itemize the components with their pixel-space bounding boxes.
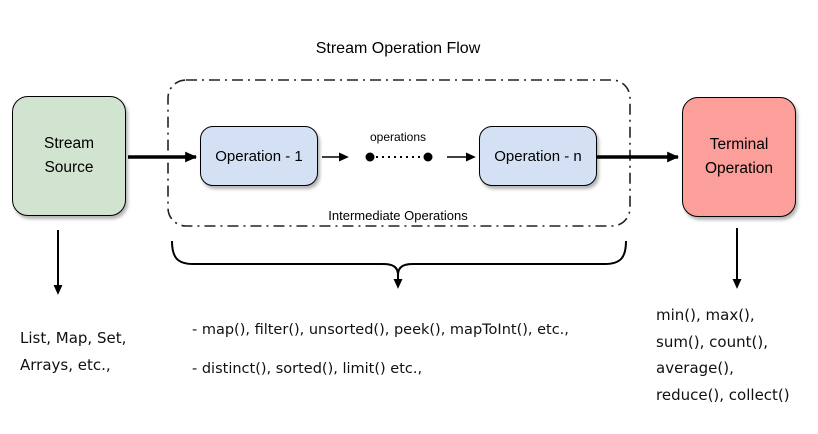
operation-n-node: Operation - n xyxy=(479,126,597,186)
diagram-title: Stream Operation Flow xyxy=(0,40,818,58)
intermediate-operations-label: Intermediate Operations xyxy=(328,208,468,223)
diagram-title-text: Stream Operation Flow xyxy=(315,40,481,57)
operations-connector-label: operations xyxy=(369,130,427,144)
terminal-operation-node: Terminal Operation xyxy=(682,97,796,217)
stream-source-node: Stream Source xyxy=(12,96,126,216)
source-examples-text: List, Map, Set, Arrays, etc., xyxy=(20,329,127,374)
chain-dot-right xyxy=(423,152,433,162)
intermediate-examples-line-2: - distinct(), sorted(), limit() etc., xyxy=(192,361,423,377)
intermediate-operations-container xyxy=(167,79,631,227)
intermediate-examples-line-1: - map(), filter(), unsorted(), peek(), m… xyxy=(192,322,569,338)
terminal-examples-text: min(), max(), sum(), count(), average(),… xyxy=(656,306,790,404)
operation-1-node: Operation - 1 xyxy=(200,126,318,186)
chain-dot-left xyxy=(365,152,375,162)
intermediate-brace xyxy=(171,240,627,276)
